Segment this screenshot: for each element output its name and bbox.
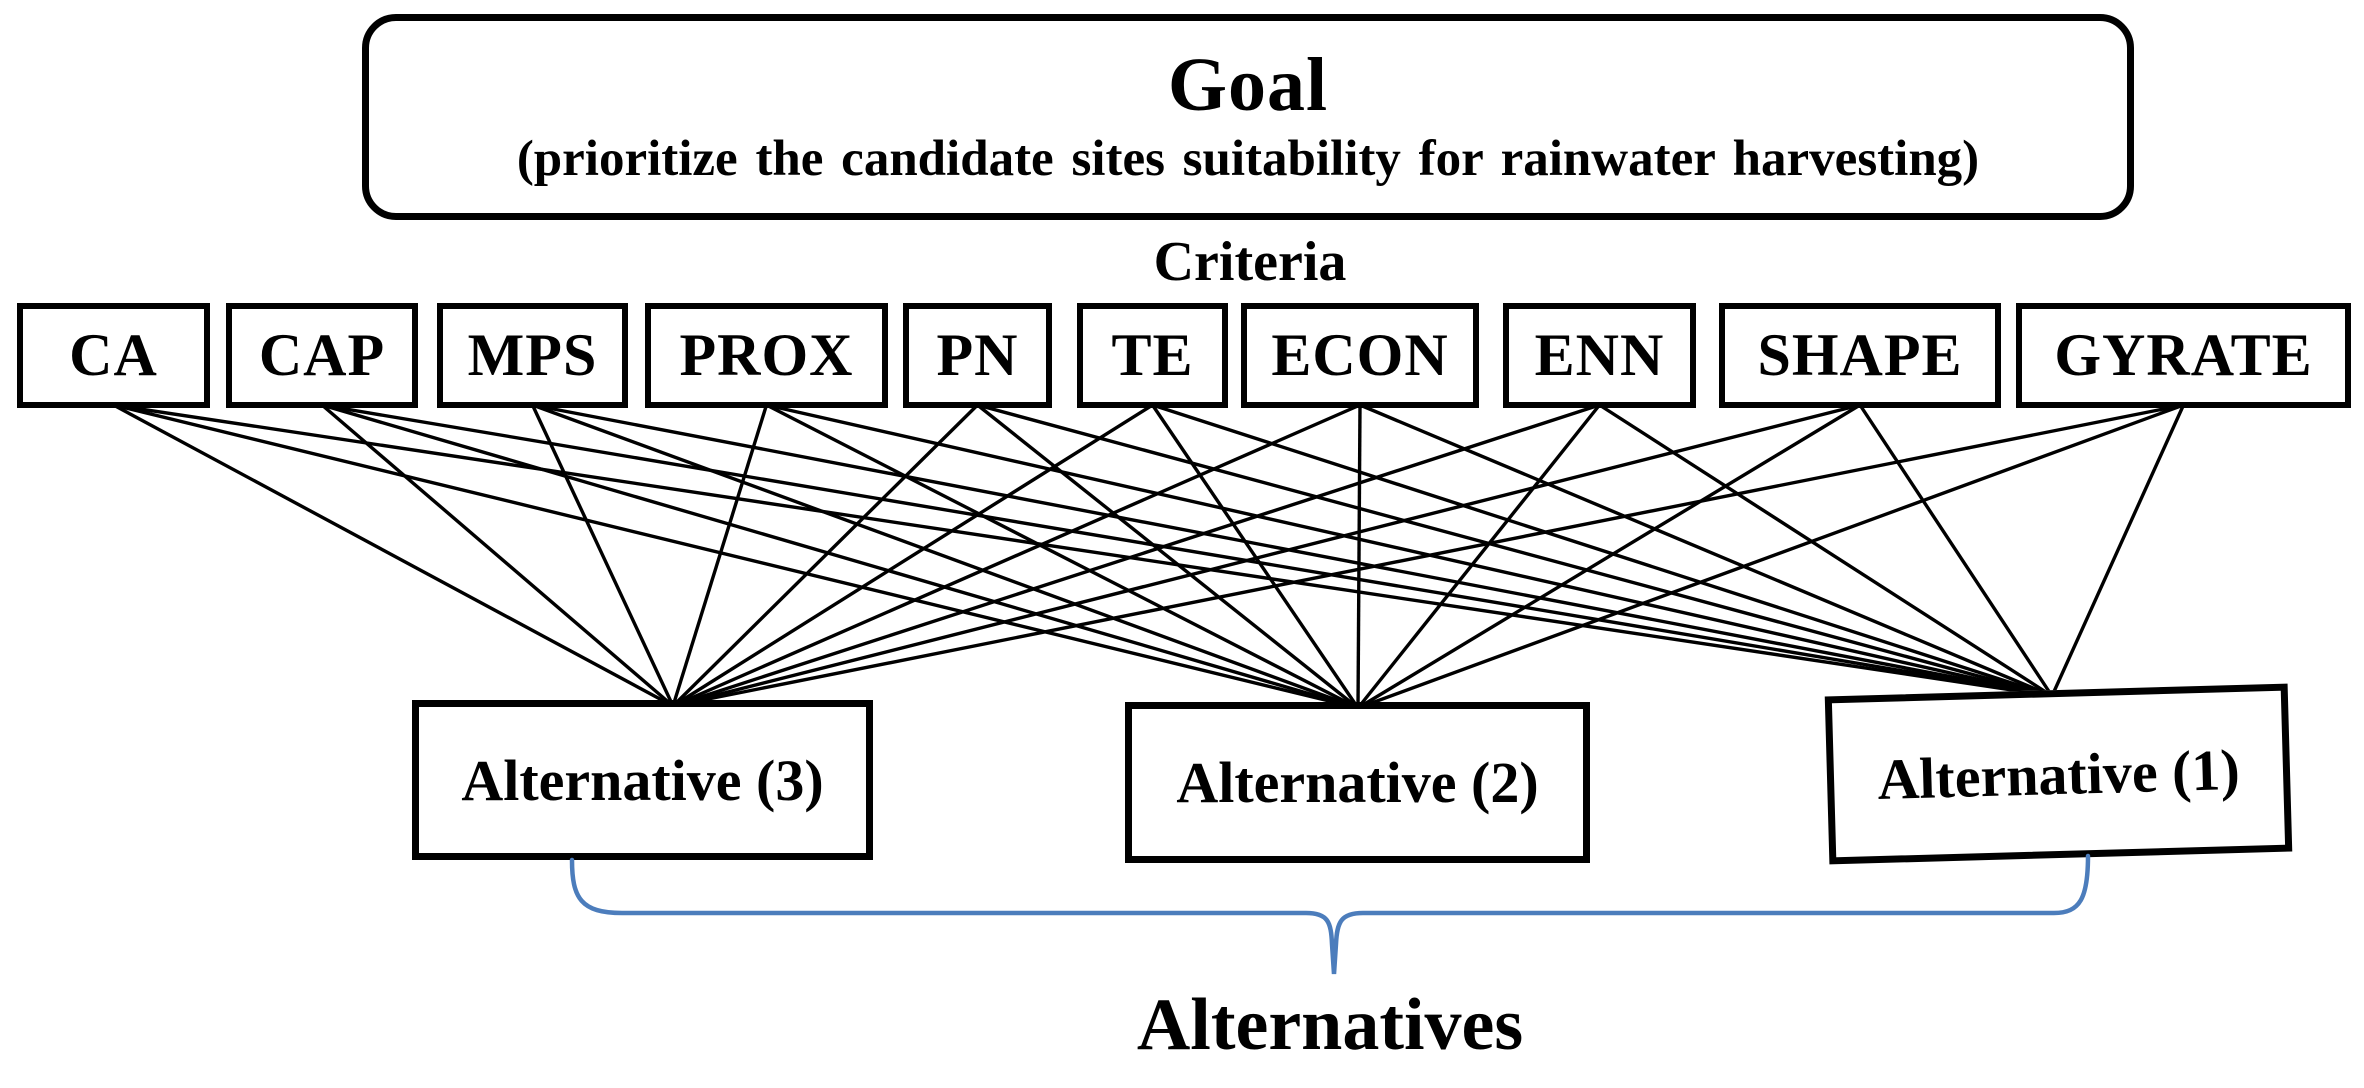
criterion-label: SHAPE	[1757, 322, 1963, 388]
edge-ca-to-alternative-2	[113, 403, 1359, 710]
edge-shape-to-alternative-1	[1858, 404, 2054, 697]
criterion-label: CAP	[258, 322, 386, 388]
alternatives-level-label: Alternatives	[1136, 984, 1524, 1066]
edge-pn-to-alternative-1	[977, 403, 2053, 698]
criterion-box-prox: PROX	[645, 303, 888, 408]
edge-econ-to-alternative-3	[672, 403, 1361, 708]
criterion-label: ENN	[1534, 322, 1665, 388]
edge-ca-to-alternative-1	[113, 403, 2053, 698]
goal-subtitle: (prioritize the candidate sites suitabil…	[516, 130, 1980, 187]
edge-pn-to-alternative-3	[671, 403, 979, 708]
edge-prox-to-alternative-3	[671, 404, 769, 707]
edge-econ-to-alternative-1	[1359, 403, 2053, 698]
alternative-box-alternative-2: Alternative (2)	[1125, 702, 1590, 863]
edge-cap-to-alternative-2	[321, 403, 1359, 710]
criterion-label: TE	[1111, 322, 1194, 388]
goal-title: Goal	[1167, 42, 1329, 127]
edge-enn-to-alternative-2	[1356, 403, 1601, 710]
edge-prox-to-alternative-2	[765, 403, 1359, 710]
edge-ca-to-alternative-3	[112, 403, 674, 708]
edge-te-to-alternative-3	[672, 403, 1154, 708]
edge-enn-to-alternative-3	[672, 403, 1601, 708]
edge-econ-to-alternative-2	[1356, 404, 1362, 709]
edge-gyrate-to-alternative-1	[2050, 404, 2186, 697]
brace-path	[569, 853, 2091, 975]
goal-box: Goal (prioritize the candidate sites sui…	[362, 14, 2134, 220]
criterion-box-gyrate: GYRATE	[2016, 303, 2351, 408]
alternative-label: Alternative (3)	[461, 747, 824, 813]
criterion-box-shape: SHAPE	[1719, 303, 2001, 408]
edge-gyrate-to-alternative-3	[672, 403, 2184, 708]
criterion-box-cap: CAP	[226, 303, 418, 408]
alternative-label: Alternative (2)	[1176, 750, 1539, 815]
criteria-level-label: Criteria	[1153, 231, 1347, 293]
criterion-box-econ: ECON	[1241, 303, 1479, 408]
edge-cap-to-alternative-1	[321, 403, 2053, 698]
criterion-box-mps: MPS	[437, 303, 628, 408]
criterion-label: ECON	[1271, 322, 1449, 388]
criterion-label: CA	[69, 322, 158, 388]
edge-mps-to-alternative-2	[531, 403, 1359, 710]
criterion-box-enn: ENN	[1503, 303, 1696, 408]
edge-gyrate-to-alternative-2	[1357, 403, 2185, 710]
alternative-box-alternative-3: Alternative (3)	[412, 700, 873, 860]
edge-te-to-alternative-1	[1151, 403, 2053, 698]
criterion-label: MPS	[467, 322, 598, 388]
edge-prox-to-alternative-1	[766, 403, 2053, 698]
criterion-box-pn: PN	[903, 303, 1052, 408]
edge-te-to-alternative-2	[1151, 404, 1360, 709]
edge-mps-to-alternative-3	[530, 404, 675, 707]
edge-shape-to-alternative-3	[672, 403, 1861, 708]
criterion-label: PN	[936, 322, 1019, 388]
criterion-label: PROX	[679, 322, 854, 388]
edge-cap-to-alternative-3	[320, 403, 675, 708]
criterion-label: GYRATE	[2054, 322, 2313, 388]
edge-shape-to-alternative-2	[1357, 403, 1861, 710]
criterion-box-te: TE	[1077, 303, 1228, 408]
edge-pn-to-alternative-2	[976, 403, 1360, 710]
criterion-box-ca: CA	[17, 303, 210, 408]
